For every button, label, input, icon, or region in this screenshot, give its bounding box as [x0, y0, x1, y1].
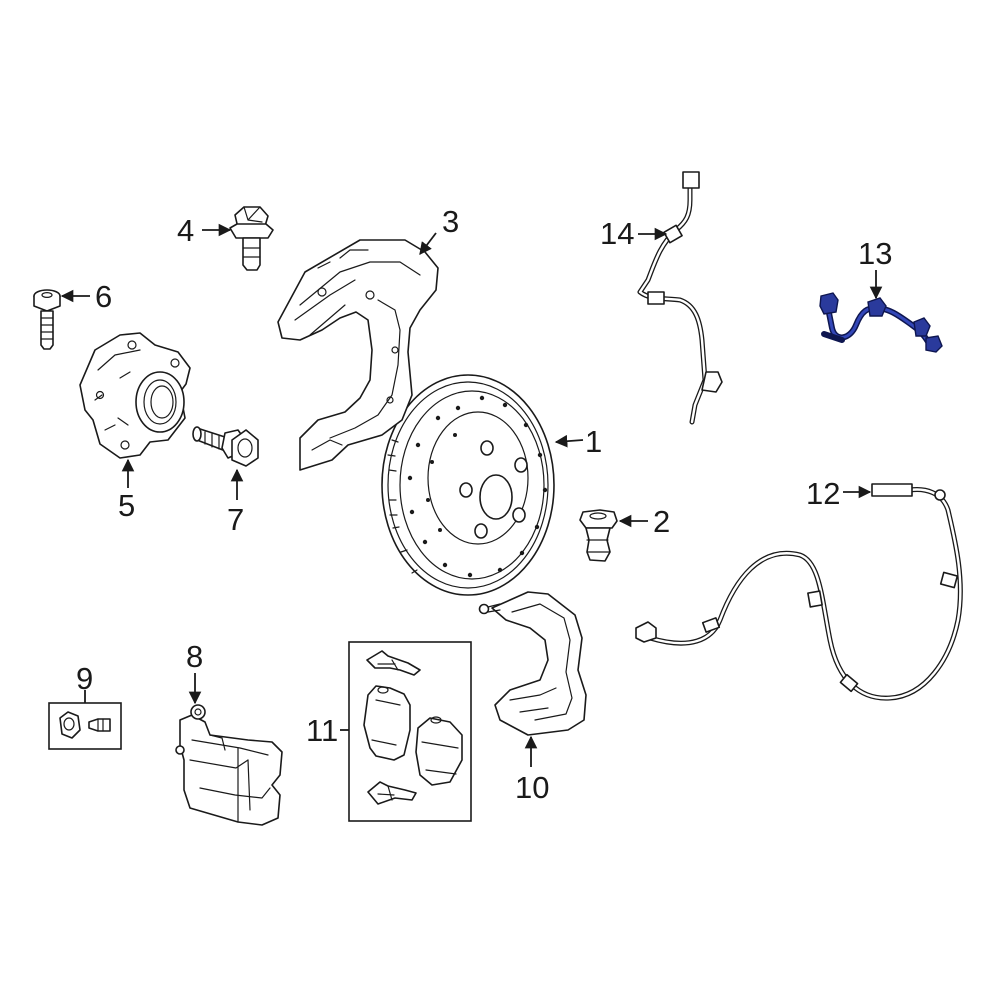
callout-2: 2 [653, 504, 670, 539]
brake-rotor[interactable] [381, 374, 555, 596]
splash-shield[interactable] [277, 239, 439, 471]
hub-bolt[interactable] [229, 206, 274, 271]
leader-lines [60, 223, 883, 767]
callout-6: 6 [95, 279, 112, 314]
callout-12: 12 [806, 476, 840, 511]
brake-pad-kit[interactable] [348, 641, 472, 822]
callout-4: 4 [177, 213, 194, 248]
guide-bolt[interactable] [579, 509, 618, 562]
caliper-bracket[interactable] [478, 591, 587, 736]
callout-5: 5 [118, 488, 135, 523]
abs-speed-sensor[interactable] [637, 171, 723, 425]
abs-sensor-harness-highlighted[interactable] [819, 292, 943, 353]
callout-3: 3 [442, 204, 459, 239]
callout-8: 8 [186, 639, 203, 674]
callout-14: 14 [600, 216, 634, 251]
callout-1: 1 [585, 424, 602, 459]
callout-labels: 1 2 3 4 5 6 7 8 9 10 11 12 13 14 [76, 204, 892, 805]
hub-mounting-bolt[interactable] [33, 289, 61, 350]
callout-9: 9 [76, 661, 93, 696]
callout-7: 7 [227, 502, 244, 537]
axle-bolt[interactable] [192, 426, 259, 467]
bleeder-kit[interactable] [48, 702, 122, 750]
callout-13: 13 [858, 236, 892, 271]
wear-sensor-wire[interactable] [635, 483, 963, 701]
callout-10: 10 [515, 770, 549, 805]
hub-bearing[interactable] [79, 332, 191, 459]
brake-caliper[interactable] [175, 704, 283, 826]
callout-11: 11 [306, 713, 338, 748]
